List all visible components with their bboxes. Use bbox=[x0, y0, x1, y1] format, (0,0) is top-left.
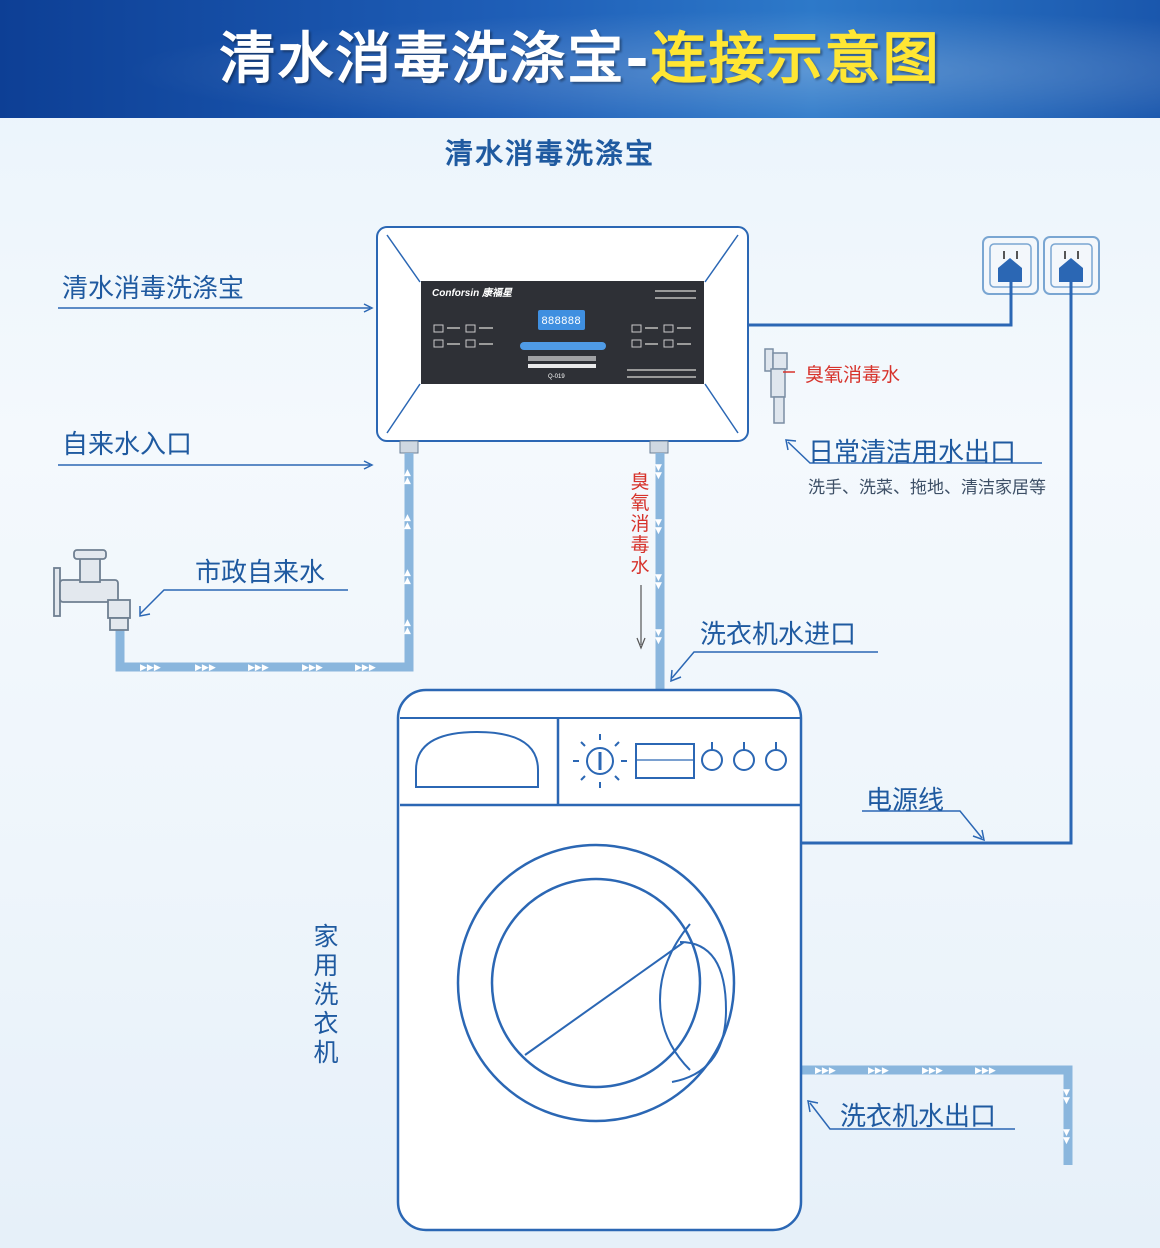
svg-text:▼: ▼ bbox=[655, 518, 662, 528]
svg-text:▲: ▲ bbox=[404, 618, 411, 628]
svg-text:▼: ▼ bbox=[1063, 1088, 1070, 1098]
svg-text:▶▶▶: ▶▶▶ bbox=[248, 663, 269, 673]
svg-text:▼: ▼ bbox=[655, 636, 662, 646]
daily-uses-label: 洗手、洗菜、拖地、清洁家居等 bbox=[808, 478, 1046, 498]
svg-text:▼: ▼ bbox=[655, 471, 662, 481]
ozone-water-vertical-label: 臭氧消毒水 bbox=[630, 471, 650, 577]
banner-title-main: 清水消毒洗涤宝- bbox=[219, 27, 651, 92]
washer-label: 家用洗衣机 bbox=[313, 922, 339, 1067]
svg-text:▲: ▲ bbox=[404, 476, 411, 486]
svg-text:▶▶▶: ▶▶▶ bbox=[922, 1066, 943, 1076]
knob-icon bbox=[765, 742, 787, 771]
panel-button-icon bbox=[465, 324, 476, 333]
knob-icon bbox=[733, 742, 755, 771]
panel-button-icon bbox=[433, 324, 444, 333]
power-cord bbox=[749, 282, 1073, 845]
title-banner: 清水消毒洗涤宝-连接示意图 bbox=[0, 0, 1160, 118]
svg-text:▶▶▶: ▶▶▶ bbox=[140, 663, 161, 673]
banner-title: 清水消毒洗涤宝-连接示意图 bbox=[0, 14, 1160, 95]
svg-text:▲: ▲ bbox=[404, 521, 411, 531]
water-pipe bbox=[115, 453, 1073, 1165]
device-display: 888888 bbox=[541, 316, 581, 328]
disinfection-device: Conforsin 康福星 888888 Q-019 bbox=[376, 226, 749, 454]
panel-button-icon bbox=[465, 339, 476, 348]
svg-text:▲: ▲ bbox=[404, 576, 411, 586]
daily-outlet-label: 日常清洁用水出口 bbox=[808, 438, 1017, 468]
svg-text:▲: ▲ bbox=[404, 513, 411, 523]
dial-icon bbox=[573, 734, 627, 788]
device-brand: Conforsin 康福星 bbox=[432, 287, 513, 299]
panel-button-icon bbox=[433, 339, 444, 348]
knob-icon bbox=[701, 742, 723, 771]
svg-text:▶▶▶: ▶▶▶ bbox=[355, 663, 376, 673]
svg-text:▼: ▼ bbox=[1063, 1136, 1070, 1146]
svg-text:▶▶▶: ▶▶▶ bbox=[815, 1066, 836, 1076]
device-label: 清水消毒洗涤宝 bbox=[62, 274, 245, 304]
socket-icon bbox=[1043, 236, 1100, 295]
svg-text:▲: ▲ bbox=[404, 626, 411, 636]
svg-text:▼: ▼ bbox=[655, 526, 662, 536]
svg-text:▶▶▶: ▶▶▶ bbox=[975, 1066, 996, 1076]
panel-button-icon bbox=[663, 324, 674, 333]
svg-text:▲: ▲ bbox=[404, 568, 411, 578]
washer-outlet-label: 洗衣机水出口 bbox=[840, 1102, 997, 1132]
panel-button-icon bbox=[631, 324, 642, 333]
water-inlet-label: 自来水入口 bbox=[62, 430, 193, 460]
svg-text:▲: ▲ bbox=[404, 468, 411, 478]
panel-button-icon bbox=[663, 339, 674, 348]
svg-text:▼: ▼ bbox=[655, 581, 662, 591]
faucet-icon bbox=[53, 549, 131, 631]
device-model: Q-019 bbox=[548, 374, 565, 380]
washing-machine-icon bbox=[396, 688, 803, 1232]
svg-text:▼: ▼ bbox=[655, 573, 662, 583]
ozone-water-label: 臭氧消毒水 bbox=[805, 364, 901, 386]
svg-text:▼: ▼ bbox=[1063, 1096, 1070, 1106]
svg-text:▶▶▶: ▶▶▶ bbox=[195, 663, 216, 673]
panel-button-icon bbox=[631, 339, 642, 348]
svg-text:▶▶▶: ▶▶▶ bbox=[868, 1066, 889, 1076]
svg-text:▼: ▼ bbox=[1063, 1128, 1070, 1138]
municipal-water-label: 市政自来水 bbox=[195, 558, 326, 588]
washer-inlet-label: 洗衣机水进口 bbox=[700, 620, 857, 650]
power-cord-label: 电源线 bbox=[866, 786, 945, 816]
device-title: 清水消毒洗涤宝 bbox=[444, 137, 655, 170]
svg-text:▶▶▶: ▶▶▶ bbox=[302, 663, 323, 673]
leader-lines bbox=[58, 303, 1042, 1130]
svg-text:▼: ▼ bbox=[655, 463, 662, 473]
ozone-outlet-tap-icon bbox=[764, 348, 788, 424]
svg-text:▼: ▼ bbox=[655, 628, 662, 638]
banner-title-accent: 连接示意图 bbox=[650, 27, 941, 92]
